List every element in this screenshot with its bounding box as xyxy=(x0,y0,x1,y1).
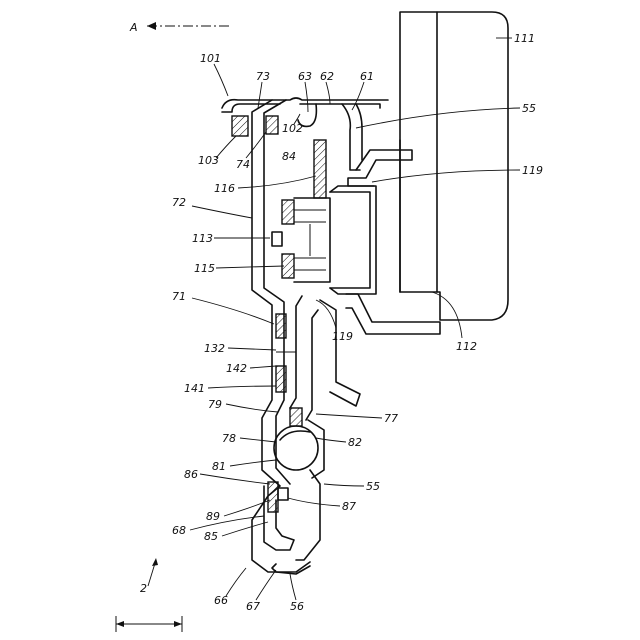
label-63: 63 xyxy=(298,70,312,83)
label-72: 72 xyxy=(172,196,186,209)
label-103: 103 xyxy=(198,154,219,167)
seal-103 xyxy=(232,116,248,136)
label-62: 62 xyxy=(320,70,334,83)
label-81: 81 xyxy=(212,460,226,473)
label-77: 77 xyxy=(384,412,398,425)
lower-hook xyxy=(264,470,320,560)
label-113: 113 xyxy=(192,232,213,245)
label-85: 85 xyxy=(204,530,218,543)
section-marker-label: A xyxy=(129,21,138,34)
label-67: 67 xyxy=(246,600,260,613)
label-68: 68 xyxy=(172,524,186,537)
ball-78 xyxy=(274,408,324,478)
label-102: 102 xyxy=(282,122,303,135)
label-116: 116 xyxy=(214,182,235,195)
label-141: 141 xyxy=(184,382,205,395)
label-87: 87 xyxy=(342,500,356,513)
label-56: 56 xyxy=(290,600,304,613)
label-112: 112 xyxy=(456,340,477,353)
label-79: 79 xyxy=(208,398,222,411)
bracket-lower xyxy=(320,294,440,406)
label-115: 115 xyxy=(194,262,215,275)
leader-lines xyxy=(148,38,520,600)
dimension-marker xyxy=(116,616,182,632)
label-74: 74 xyxy=(236,158,250,171)
label-78: 78 xyxy=(222,432,236,445)
reference-labels: 101 73 63 62 61 111 55 102 103 74 84 116… xyxy=(140,32,543,613)
label-119-top: 119 xyxy=(522,164,543,177)
label-61: 61 xyxy=(360,70,374,83)
label-142: 142 xyxy=(226,362,247,375)
label-66: 66 xyxy=(214,594,228,607)
label-86: 86 xyxy=(184,468,198,481)
label-55-top: 55 xyxy=(522,102,536,115)
label-73: 73 xyxy=(256,70,270,83)
label-101: 101 xyxy=(200,52,221,65)
label-71: 71 xyxy=(172,290,186,303)
label-89: 89 xyxy=(206,510,220,523)
label-132: 132 xyxy=(204,342,225,355)
label-2: 2 xyxy=(140,582,147,595)
label-84: 84 xyxy=(282,150,296,163)
label-82: 82 xyxy=(348,436,362,449)
label-55-bottom: 55 xyxy=(366,480,380,493)
section-line-a: A xyxy=(129,21,232,34)
label-111: 111 xyxy=(514,32,535,45)
label-119-bottom: 119 xyxy=(332,330,353,343)
housing-111 xyxy=(400,12,508,320)
inner-channel xyxy=(276,296,318,420)
seal-74 xyxy=(266,116,278,134)
